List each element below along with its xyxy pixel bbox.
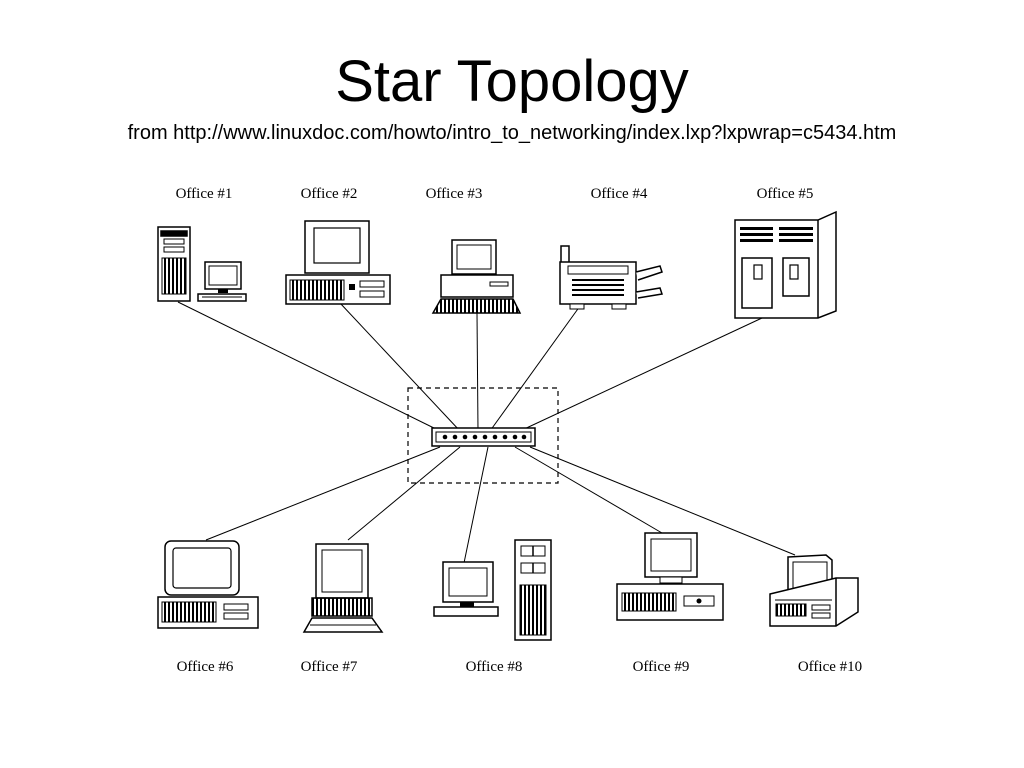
link-office-7 [347,446,461,541]
network-hub-icon [431,427,536,447]
desktop-computer-icon [285,220,391,305]
hub-boundary [407,387,559,484]
terminal-computer-icon [431,239,522,314]
connection-lines [177,301,796,564]
label-office-3: Office #3 [426,186,483,202]
link-office-6 [205,446,441,541]
label-office-4: Office #4 [591,186,648,202]
tower-computer-icon [433,539,552,641]
link-office-4 [489,305,581,432]
slide-title: Star Topology [335,49,689,114]
desktop-computer-icon [157,540,259,629]
link-office-2 [339,302,461,432]
link-office-9 [514,446,663,534]
label-office-9: Office #9 [633,659,690,675]
link-office-10 [529,446,796,556]
link-office-1 [177,301,441,432]
printer-icon [559,245,663,310]
slide-subtitle: from http://www.linuxdoc.com/howto/intro… [127,122,897,144]
hub [407,387,559,484]
link-office-3 [476,312,479,432]
link-office-8 [463,446,489,564]
desktop-computer-icon [769,554,859,627]
mainframe-icon [734,210,837,319]
label-office-10: Office #10 [798,659,862,675]
terminal-computer-icon [302,543,384,633]
office-labels: Office #1 Office #2 Office #3 Office #4 … [176,186,863,675]
label-office-2: Office #2 [301,186,358,202]
label-office-7: Office #7 [301,659,358,675]
tower-computer-icon [157,226,247,302]
label-office-6: Office #6 [177,659,234,675]
label-office-1: Office #1 [176,186,233,202]
desktop-computer-icon [616,532,724,621]
link-office-5 [519,317,763,432]
label-office-8: Office #8 [466,659,523,675]
label-office-5: Office #5 [757,186,814,202]
